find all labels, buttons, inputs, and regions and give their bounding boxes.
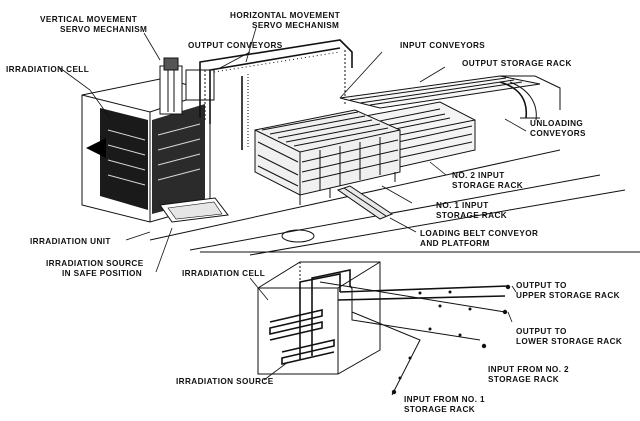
- unloading-conveyors: [499, 81, 540, 121]
- output-conveyors-label: OUTPUT CONVEYORS: [188, 41, 283, 50]
- no1-input-storage-rack: [254, 109, 401, 205]
- schematic-irradiation-source-label: IRRADIATION SOURCE: [176, 377, 274, 386]
- input-no2-rack-label: INPUT FROM NO. 2 STORAGE RACK: [488, 365, 572, 384]
- unloading-conveyors-label: UNLOADING CONVEYORS: [530, 119, 586, 138]
- schematic-irradiation-cell-label: IRRADIATION CELL: [182, 269, 265, 278]
- source-safe-position-label: IRRADIATION SOURCE IN SAFE POSITION: [46, 259, 146, 278]
- ground-lines: [149, 149, 640, 256]
- schematic-cell-box: [257, 261, 381, 375]
- irradiation-cell-label: IRRADIATION CELL: [6, 65, 89, 74]
- conveyor-frame: [199, 39, 353, 150]
- schematic-source-coils: [269, 296, 335, 366]
- output-storage-rack-label: OUTPUT STORAGE RACK: [462, 59, 572, 68]
- input-no1-rack-label: INPUT FROM NO. 1 STORAGE RACK: [404, 395, 488, 414]
- lower-leader-lines: [249, 277, 517, 381]
- no2-input-rack-label: NO. 2 INPUT STORAGE RACK: [452, 171, 523, 190]
- loading-belt-label: LOADING BELT CONVEYOR AND PLATFORM: [420, 229, 541, 248]
- schematic-conveyor-routes: [299, 269, 511, 396]
- no1-input-rack-label: NO. 1 INPUT STORAGE RACK: [436, 201, 507, 220]
- input-conveyors-label: INPUT CONVEYORS: [400, 41, 485, 50]
- output-storage-rack: [339, 75, 561, 110]
- output-upper-rack-label: OUTPUT TO UPPER STORAGE RACK: [516, 281, 620, 300]
- upper-leader-lines: [59, 27, 527, 273]
- vertical-servo-label: VERTICAL MOVEMENT SERVO MECHANISM: [40, 15, 147, 34]
- upper-illustration: VERTICAL MOVEMENT SERVO MECHANISM HORIZO…: [6, 11, 640, 278]
- horizontal-servo-label: HORIZONTAL MOVEMENT SERVO MECHANISM: [230, 11, 343, 30]
- loading-belt-conveyor: [336, 185, 394, 220]
- lower-schematic: IRRADIATION CELL IRRADIATION SOURCE OUTP…: [176, 261, 622, 414]
- output-lower-rack-label: OUTPUT TO LOWER STORAGE RACK: [516, 327, 622, 346]
- irradiation-unit-label: IRRADIATION UNIT: [30, 237, 111, 246]
